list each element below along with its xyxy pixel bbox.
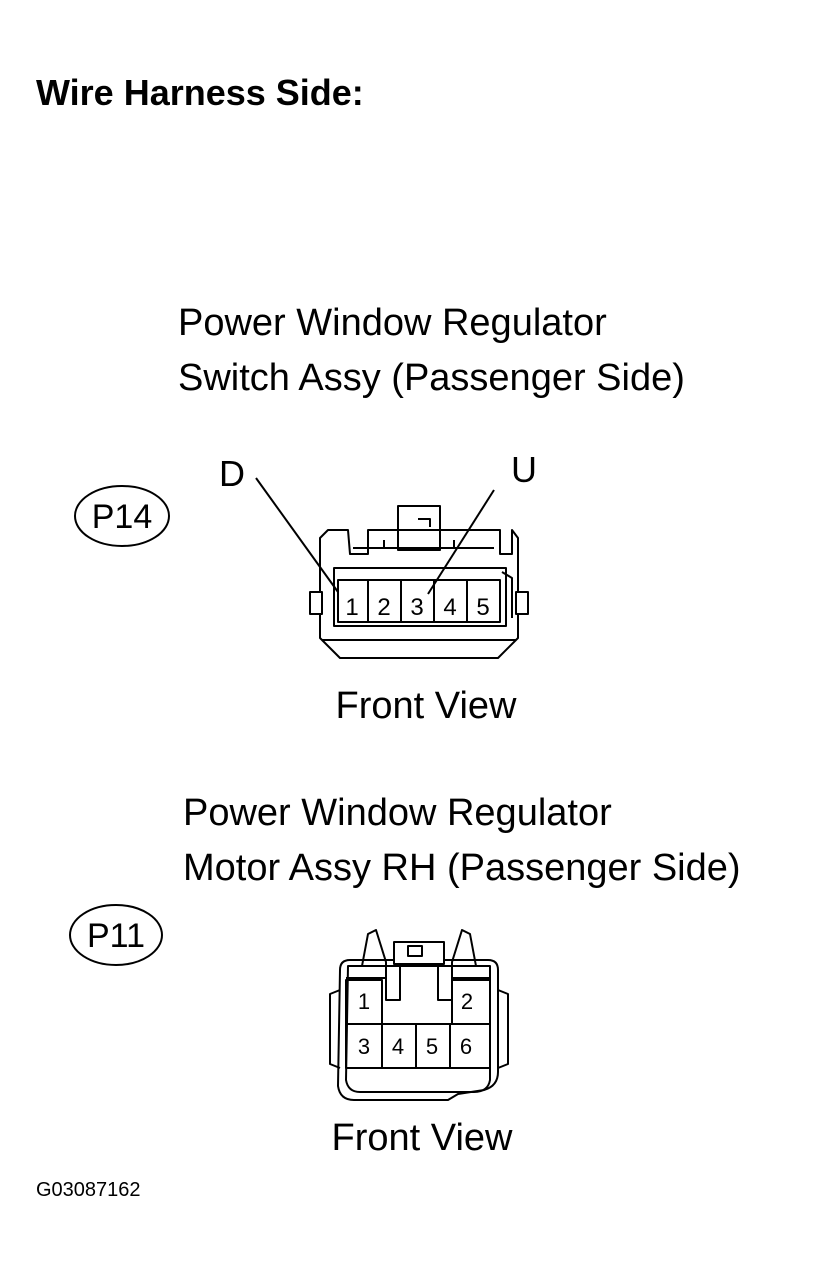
p14-pin-1: 1 xyxy=(345,594,358,621)
connector-p14-view-label: Front View xyxy=(336,685,517,727)
connector-p14-tag: P14 xyxy=(92,498,153,536)
connector-p11-tag-oval xyxy=(69,904,163,966)
connector-p14: Power Window Regulator Switch Assy (Pass… xyxy=(74,302,685,727)
connector-p14-latch xyxy=(397,505,441,551)
connector-p11-body xyxy=(329,929,509,1101)
p11-pin-6: 6 xyxy=(460,1034,472,1059)
p11-pin-2: 2 xyxy=(461,989,473,1014)
callout-d-leader xyxy=(255,477,339,593)
connector-p11-tag: P11 xyxy=(87,917,145,955)
connector-p11-view-label: Front View xyxy=(332,1117,513,1159)
connector-p14-tag-oval xyxy=(74,485,170,547)
connector-p11: Power Window Regulator Motor Assy RH (Pa… xyxy=(69,792,741,1159)
callout-u-leader xyxy=(427,489,495,595)
figure-id: G03087162 xyxy=(36,1179,141,1201)
p11-pin-3: 3 xyxy=(358,1034,370,1059)
p14-pin-3: 3 xyxy=(410,594,423,621)
connector-p14-name-line2: Switch Assy (Passenger Side) xyxy=(178,357,685,399)
p14-pin-5: 5 xyxy=(476,594,489,621)
connector-p14-name-line1: Power Window Regulator xyxy=(178,302,607,344)
connector-p11-name-line1: Power Window Regulator xyxy=(183,792,612,834)
connector-p11-name-line2: Motor Assy RH (Passenger Side) xyxy=(183,847,741,889)
p11-pin-4: 4 xyxy=(392,1034,404,1059)
page-title: Wire Harness Side: xyxy=(36,72,364,113)
p11-pin-1: 1 xyxy=(358,989,370,1014)
callout-u-label: U xyxy=(511,449,537,490)
p11-pin-5: 5 xyxy=(426,1034,438,1059)
callout-d-label: D xyxy=(219,453,245,494)
connector-p14-body xyxy=(309,505,529,659)
p14-pin-2: 2 xyxy=(377,594,390,621)
p14-pin-4: 4 xyxy=(443,594,456,621)
